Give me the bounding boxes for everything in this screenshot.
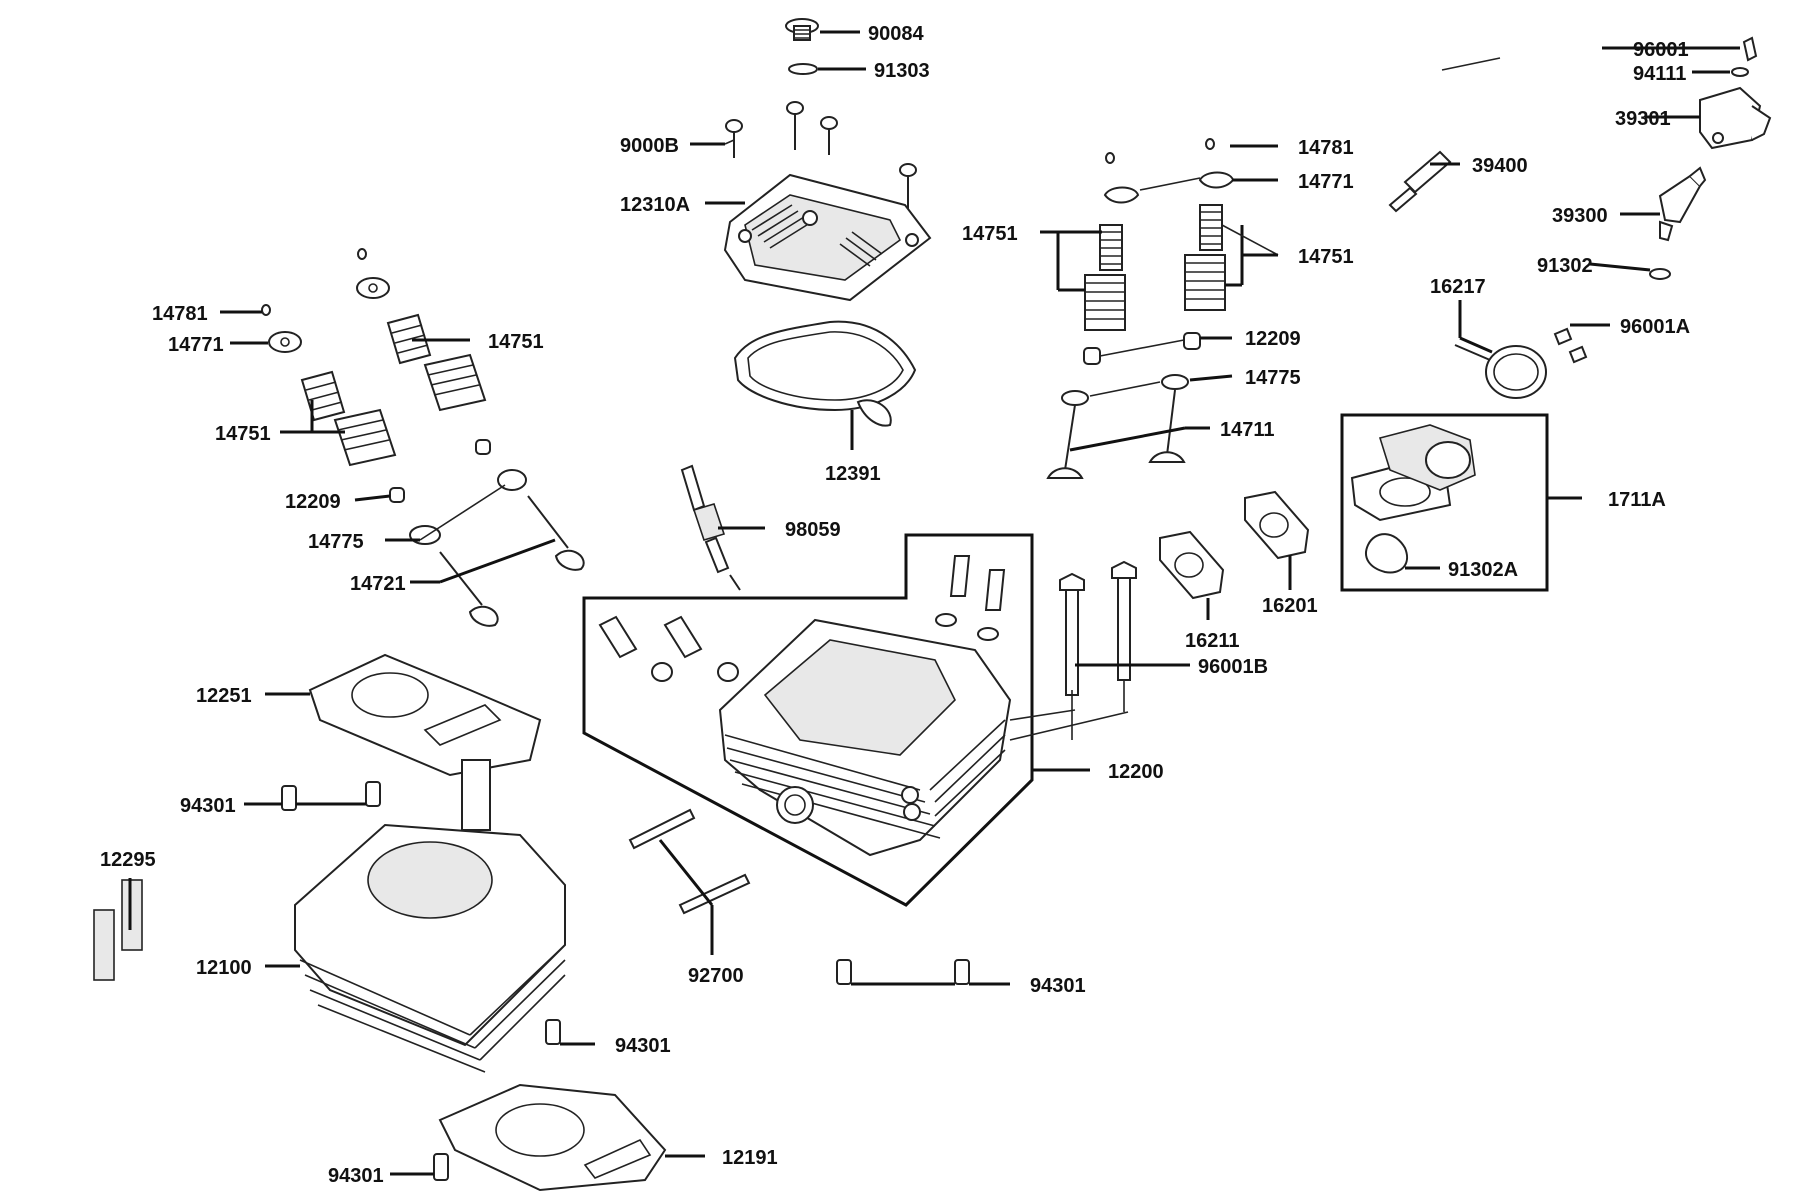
injector-holder-bolt: [1742, 36, 1758, 62]
label-14775-left: 14775: [308, 531, 364, 553]
label-91303: 91303: [874, 60, 930, 82]
label-14751-right-left: 14751: [962, 223, 1018, 245]
label-1711a: 1711A: [1608, 489, 1666, 511]
label-14721: 14721: [350, 573, 406, 595]
label-98059: 98059: [785, 519, 841, 541]
dowel-pins-upper: [281, 781, 381, 811]
spring-seats-right: [1061, 374, 1189, 406]
dowel-pin-base: [433, 1153, 449, 1181]
injector-holder: [1699, 86, 1772, 150]
label-12295: 12295: [100, 849, 156, 871]
label-14751-left-bottom: 14751: [215, 423, 271, 445]
hose-clamp: [1454, 344, 1547, 399]
valve-guides: [598, 555, 1006, 659]
cylinder-head-cover: [723, 173, 932, 302]
dowel-pin-lower: [545, 1019, 561, 1045]
part-labels: 90084 91303 9000B 12310A 12391 14781 147…: [100, 23, 1690, 1187]
manifold-o-ring: [1365, 533, 1408, 574]
label-14771-right: 14771: [1298, 171, 1354, 193]
spring-seats-left: [409, 469, 527, 545]
insulator-gasket: [1244, 490, 1310, 560]
label-94111: 94111: [1633, 63, 1686, 85]
label-12391: 12391: [825, 463, 881, 485]
oil-filler-cap: [785, 18, 819, 41]
cylinder-base-gasket: [438, 1083, 667, 1192]
cover-bolts: [725, 101, 917, 210]
temperature-sensor: [1388, 150, 1452, 213]
injector-o-ring: [1649, 268, 1671, 280]
fuel-injector: [1658, 166, 1707, 242]
label-12251: 12251: [196, 685, 252, 707]
label-14771-left: 14771: [168, 334, 224, 356]
injector-washer: [1731, 67, 1749, 77]
label-96001: 96001: [1633, 39, 1689, 61]
label-92700: 92700: [688, 965, 744, 987]
intake-manifold: [1350, 424, 1476, 522]
label-12310a: 12310A: [620, 194, 690, 216]
spring-retainers-right: [1103, 171, 1235, 204]
label-14711: 14711: [1220, 419, 1275, 441]
label-94301-upper: 94301: [180, 795, 236, 817]
valve-seals-left: [389, 439, 491, 503]
cylinder-block: [294, 759, 566, 1073]
label-39400: 39400: [1472, 155, 1528, 177]
valve-springs-left: [300, 313, 487, 467]
label-9000b: 9000B: [620, 135, 679, 157]
label-12209-right: 12209: [1245, 328, 1301, 350]
guide-clips: [651, 613, 999, 682]
head-cover-gasket: [733, 320, 917, 427]
spark-plug: [680, 464, 741, 591]
o-ring-small: [788, 63, 818, 75]
label-12200: 12200: [1108, 761, 1164, 783]
label-90084: 90084: [868, 23, 924, 45]
clamp-bolts: [1553, 327, 1588, 364]
head-group-box: [582, 533, 1034, 907]
label-16211: 16211: [1185, 630, 1240, 652]
dowel-pins-lower-right: [836, 959, 970, 985]
spring-retainers-left: [268, 277, 390, 353]
label-94301-right: 94301: [1030, 975, 1086, 997]
oil-jets: [93, 879, 143, 981]
label-14781-right: 14781: [1298, 137, 1354, 159]
cylinder-head-gasket: [308, 653, 542, 777]
label-12209-left: 12209: [285, 491, 341, 513]
label-94301-middle: 94301: [615, 1035, 671, 1057]
label-94301-lower: 94301: [328, 1165, 384, 1187]
label-16217: 16217: [1430, 276, 1486, 298]
valve-cotters-left: [261, 248, 367, 316]
valve-cotters-right: [1105, 138, 1215, 164]
label-39301: 39301: [1615, 108, 1671, 130]
label-39300: 39300: [1552, 205, 1608, 227]
intake-valves: [439, 495, 585, 627]
label-91302: 91302: [1537, 255, 1593, 277]
label-12100: 12100: [196, 957, 252, 979]
intake-gasket: [1159, 530, 1225, 600]
manifold-group-box: [1340, 413, 1549, 592]
cylinder-head: [718, 618, 1012, 857]
label-96001b: 96001B: [1198, 656, 1268, 678]
exhaust-valves: [1046, 389, 1186, 479]
label-14781-left: 14781: [152, 303, 208, 325]
leader-lines: [128, 30, 1740, 1176]
label-14751-right-right: 14751: [1298, 246, 1354, 268]
label-16201: 16201: [1262, 595, 1318, 617]
label-96001a: 96001A: [1620, 316, 1690, 338]
label-91302a: 91302A: [1448, 559, 1518, 581]
stud-bolts: [628, 808, 751, 915]
label-12191: 12191: [722, 1147, 778, 1169]
valve-springs-right: [1084, 204, 1226, 331]
label-14775-right: 14775: [1245, 367, 1301, 389]
label-14751-left-top: 14751: [488, 331, 544, 353]
head-bolts: [1059, 560, 1137, 696]
